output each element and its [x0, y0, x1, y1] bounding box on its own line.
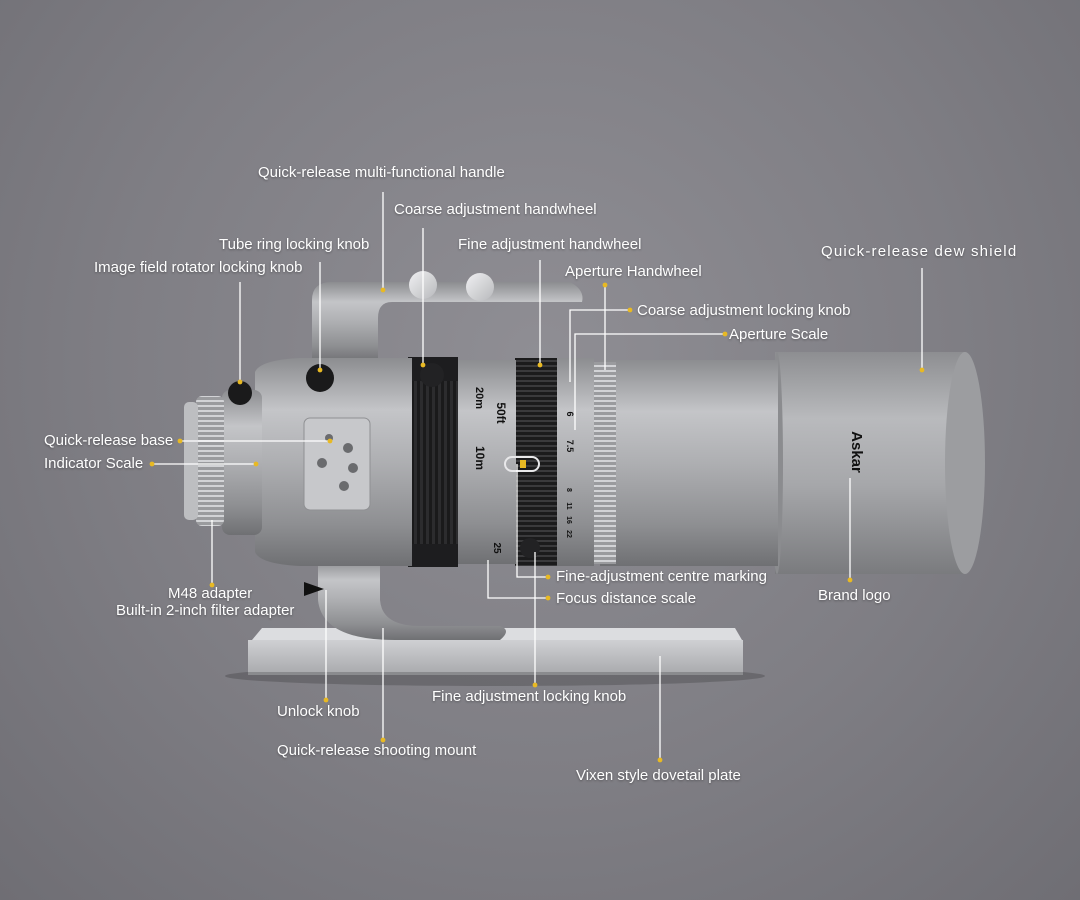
focus-scale-band [458, 360, 516, 564]
label-aperture-handwheel: Aperture Handwheel [565, 263, 702, 280]
aperture-mark-8: 8 [565, 488, 572, 492]
lens-markings: 20m 50ft 10m 25 6 7.5 8 11 16 22 Askar [473, 387, 865, 554]
rotator-knob [228, 381, 252, 405]
label-fine-centre-marking: Fine-adjustment centre marking [556, 568, 767, 585]
label-m48-adapter: M48 adapter [168, 585, 253, 602]
aperture-mark-6: 6 [565, 411, 575, 416]
dew-shield [771, 352, 985, 574]
label-coarse-handwheel: Coarse adjustment handwheel [394, 201, 597, 218]
aperture-mark-11: 11 [565, 502, 572, 510]
brand-logo-text: Askar [848, 431, 865, 473]
label-rotator-knob: Image field rotator locking knob [94, 259, 303, 276]
main-tube [600, 360, 778, 566]
label-quick-release-handle: Quick-release multi-functional handle [258, 164, 505, 181]
label-fine-locking-knob: Fine adjustment locking knob [432, 688, 627, 705]
label-focus-distance-scale: Focus distance scale [556, 590, 697, 607]
label-filter-adapter: Built-in 2-inch filter adapter [116, 602, 295, 619]
coarse-locking-knob [420, 363, 444, 387]
leader-lines [152, 192, 923, 760]
tube-ring-knob [306, 364, 334, 392]
label-tube-ring-knob: Tube ring locking knob [219, 236, 370, 253]
focus-mark-10m: 10m [473, 446, 487, 470]
label-shooting-mount: Quick-release shooting mount [277, 742, 477, 759]
label-dovetail-plate: Vixen style dovetail plate [576, 767, 741, 784]
fine-centre-marking [504, 456, 540, 472]
fine-locking-knob [520, 538, 540, 558]
focus-mark-20m: 20m [473, 387, 485, 409]
label-coarse-locking-knob: Coarse adjustment locking knob [637, 302, 851, 319]
shooting-mount [304, 560, 506, 640]
quick-release-base-plate [303, 417, 371, 511]
label-unlock-knob: Unlock knob [277, 703, 360, 720]
focus-mark-25: 25 [491, 542, 502, 554]
m48-adapter-body [184, 390, 262, 535]
label-brand-logo: Brand logo [818, 587, 891, 604]
label-fine-handwheel: Fine adjustment handwheel [458, 236, 642, 253]
focus-mark-50ft: 50ft [494, 402, 508, 423]
label-indicator-scale: Indicator Scale [44, 455, 144, 472]
handle-knob-right [466, 273, 494, 301]
quick-release-handle [312, 271, 583, 362]
label-quick-release-base: Quick-release base [44, 432, 174, 449]
callout-dots [149, 282, 925, 763]
aperture-mark-16: 16 [565, 516, 572, 524]
label-aperture-scale: Aperture Scale [729, 326, 829, 343]
coarse-handwheel [408, 357, 458, 567]
unlock-knob-lever [304, 582, 324, 596]
label-dew-shield: Quick-release dew shield [821, 243, 1018, 260]
aperture-mark-22: 22 [565, 530, 572, 538]
aperture-handwheel [592, 362, 616, 564]
aperture-mark-7-5: 7.5 [565, 440, 575, 453]
